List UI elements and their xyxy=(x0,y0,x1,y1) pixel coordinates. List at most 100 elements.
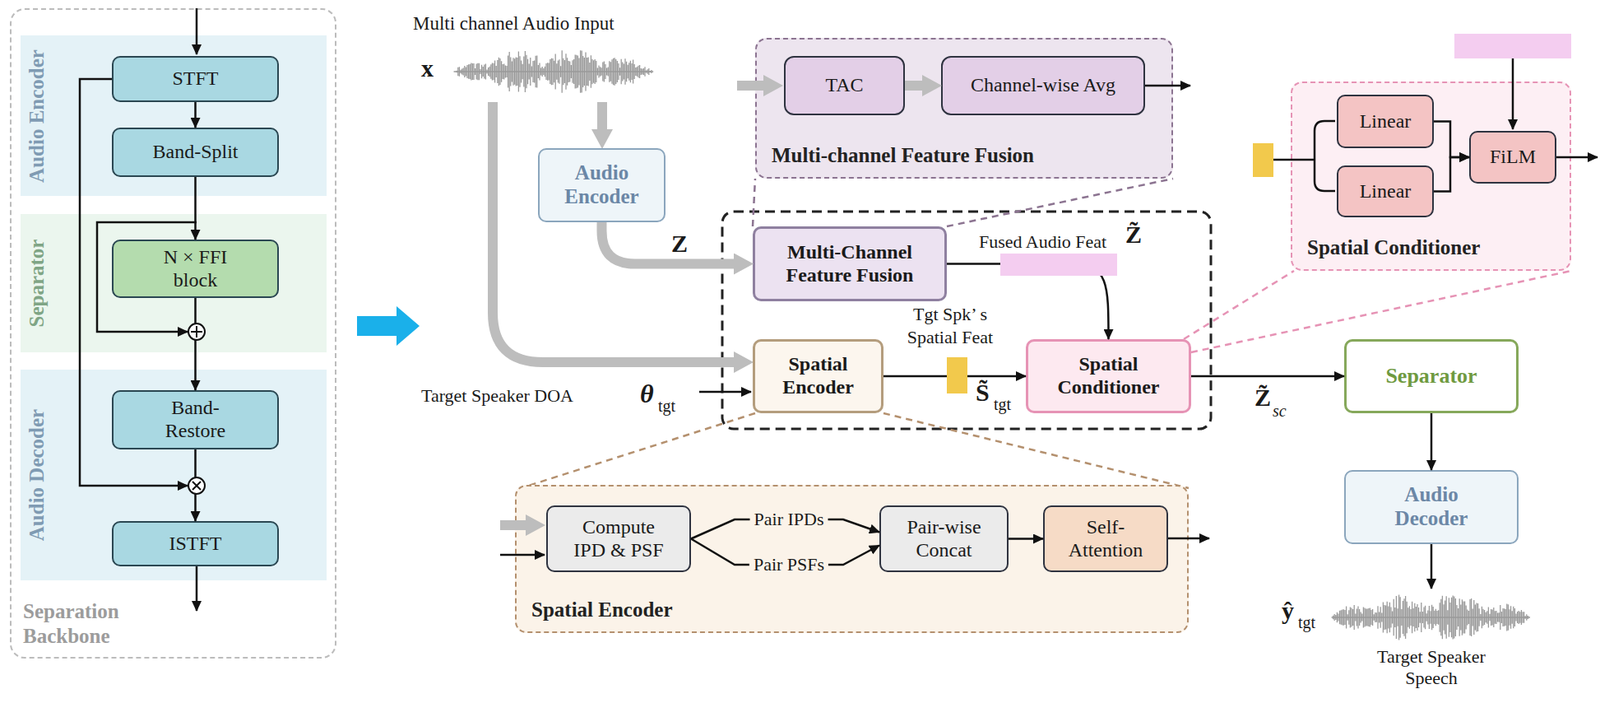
node-label: Spatial Encoder xyxy=(765,352,872,399)
node-label: Audio Decoder xyxy=(25,408,49,541)
node-label: Separator xyxy=(25,239,49,328)
multiply-symbol xyxy=(192,481,201,490)
node-label: Linear xyxy=(1359,110,1412,134)
node-label: Self- Attention xyxy=(1056,515,1155,562)
process-box: Spatial Conditioner xyxy=(1025,338,1192,413)
node-label: Audio Encoder xyxy=(552,161,652,209)
leader-line xyxy=(752,178,756,227)
node-label: ISTFT xyxy=(168,532,222,556)
node-label: Linear xyxy=(1359,180,1412,204)
leader-line xyxy=(946,178,1174,227)
text-label: θ xyxy=(640,378,654,409)
process-box: FiLM xyxy=(1469,130,1557,184)
node-label: Compute IPD & PSF xyxy=(567,515,671,562)
connector xyxy=(602,222,736,265)
skip-connection xyxy=(97,222,197,332)
input-arrow xyxy=(737,80,765,91)
connector xyxy=(1008,537,1044,540)
process-box: Spatial Encoder xyxy=(752,338,884,413)
node-label: Channel-wise Avg xyxy=(970,74,1116,98)
text-label: Z̃ xyxy=(1125,220,1142,249)
process-box: Separator xyxy=(1344,338,1519,413)
output-arrow xyxy=(1145,84,1191,88)
feature-block xyxy=(946,357,968,394)
leader-line xyxy=(520,412,756,488)
node-label: Pair-wise Concat xyxy=(895,515,994,562)
text-label: x xyxy=(421,54,434,83)
callout-box: Separation BackboneAudio EncoderSTFTBand… xyxy=(9,8,337,659)
process-box: Band-Split xyxy=(111,127,279,177)
text-label: Multi channel Audio Input xyxy=(412,13,615,35)
stage-band: Audio Decoder Band- RestoreISTFT xyxy=(20,369,327,580)
node-label: Multi-channel Feature Fusion xyxy=(771,143,1035,167)
process-box: Linear xyxy=(1336,165,1434,218)
node-label: Multi-Channel Feature Fusion xyxy=(767,241,933,287)
node-label: Spatial Encoder xyxy=(531,598,673,622)
node-label: Audio Decoder xyxy=(1382,482,1481,531)
process-box: Self- Attention xyxy=(1043,505,1169,572)
callout-box: Multi-channel Feature Fusion TAC Channel-w… xyxy=(755,37,1174,179)
edge-label: Pair PSFs xyxy=(749,553,829,576)
process-box: Pair-wise Concat xyxy=(879,505,1009,572)
input-arrow xyxy=(500,553,545,557)
leader-line xyxy=(1183,270,1294,339)
process-box: Linear xyxy=(1336,94,1434,149)
node-label: Band-Split xyxy=(152,140,238,164)
process-box: N × FFI block xyxy=(111,239,279,298)
process-box: TAC xyxy=(783,55,905,116)
feature-block xyxy=(1454,33,1572,59)
edge-label: Pair IPDs xyxy=(750,508,829,530)
node-label: N × FFI block xyxy=(150,245,242,292)
flow-arrow xyxy=(357,306,420,346)
node-label: Separation Backbone xyxy=(23,598,155,649)
connector xyxy=(194,176,197,240)
input-arrow xyxy=(500,519,527,530)
text-label: tgt xyxy=(993,394,1012,414)
process-box: Band- Restore xyxy=(111,389,279,450)
text-label: Target Speaker Speech xyxy=(1353,645,1510,690)
output-arrow xyxy=(195,565,199,611)
text-label: tgt xyxy=(1298,612,1316,632)
process-box: Audio Encoder xyxy=(537,148,666,223)
signal-arrow xyxy=(597,102,608,130)
connector xyxy=(1430,412,1434,470)
condition-arrow xyxy=(1511,58,1515,130)
text-label: ŷ xyxy=(1281,596,1294,625)
process-box: Compute IPD & PSF xyxy=(546,505,692,572)
branch-line xyxy=(1314,120,1336,191)
process-box: Channel-wise Avg xyxy=(941,55,1146,116)
branch-line xyxy=(1273,158,1315,162)
doa-arrow xyxy=(699,390,752,394)
node-label: FiLM xyxy=(1489,145,1536,169)
text-label: Z̃ xyxy=(1254,383,1271,412)
text-label: Tgt Spk’ s Spatial Feat xyxy=(892,302,1008,348)
output-arrow xyxy=(1430,543,1434,589)
node-label: Spatial Conditioner xyxy=(1307,236,1480,260)
output-arrow xyxy=(1168,537,1210,540)
multiply-symbol xyxy=(188,477,205,494)
text-label: Target Speaker DOA xyxy=(421,384,574,407)
waveform xyxy=(454,50,654,93)
add-symbol xyxy=(188,323,205,340)
node-label: Separator xyxy=(1385,363,1477,389)
connector xyxy=(194,297,197,390)
text-label: sc xyxy=(1272,401,1287,421)
node-label: Spatial Conditioner xyxy=(1038,352,1179,399)
input-arrow xyxy=(195,8,199,55)
text-label: tgt xyxy=(658,396,676,416)
feature-block xyxy=(1000,253,1118,276)
leader-line xyxy=(883,412,1189,488)
connector xyxy=(1191,375,1345,378)
process-box: Audio Decoder xyxy=(1344,469,1519,544)
connector xyxy=(1433,157,1470,192)
output-arrow xyxy=(1556,156,1598,159)
process-box: Multi-Channel Feature Fusion xyxy=(752,226,947,302)
node-label: STFT xyxy=(171,67,218,91)
callout-box: Spatial ConditionerLinearLinearFiLM xyxy=(1290,81,1572,271)
waveform xyxy=(1331,594,1531,640)
node-label: Band- Restore xyxy=(150,396,242,442)
